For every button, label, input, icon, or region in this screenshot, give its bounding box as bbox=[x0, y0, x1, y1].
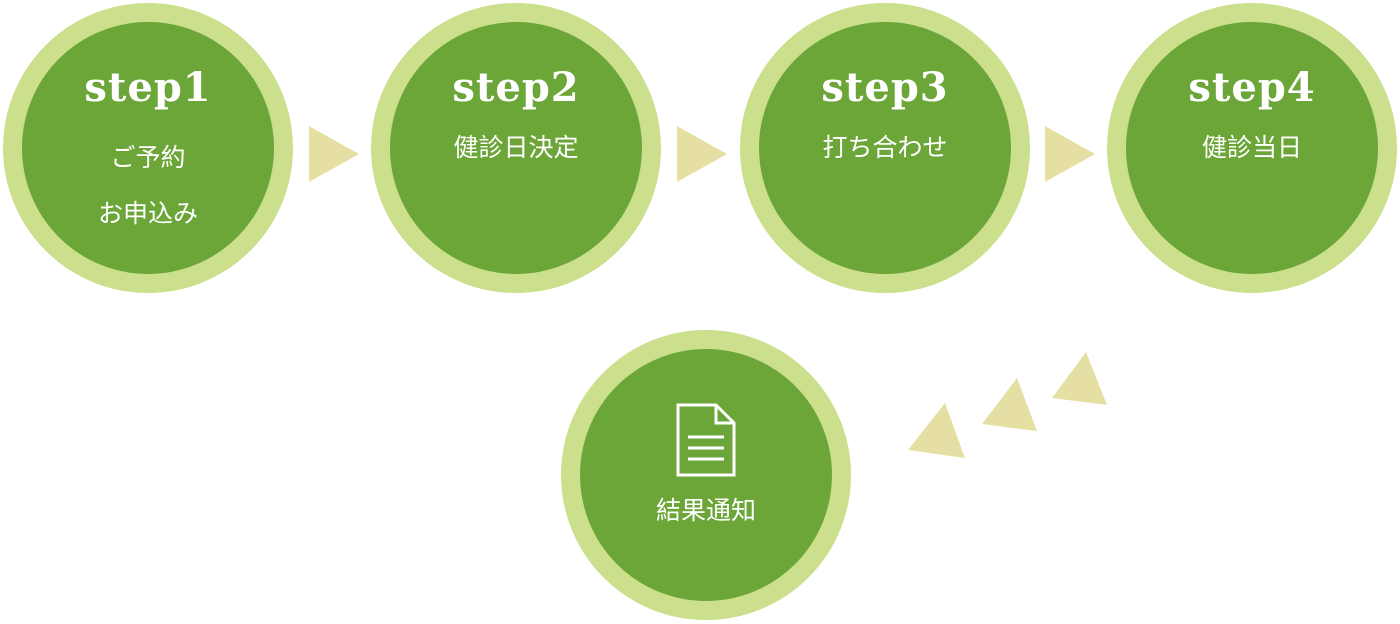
step-3-label: 打ち合わせ bbox=[822, 133, 948, 162]
step-3-title: step3 bbox=[821, 64, 949, 111]
step-2-circle: step2 健診日決定 bbox=[371, 3, 661, 293]
step-2-label: 健診日決定 bbox=[453, 133, 579, 162]
step-4-title: step4 bbox=[1188, 64, 1316, 111]
step-4-label: 健診当日 bbox=[1201, 133, 1302, 162]
step-1-circle: step1 ご予約 お申込み bbox=[3, 3, 293, 293]
arrow-step3-to-step4 bbox=[1045, 126, 1095, 182]
arrow-step4-to-result bbox=[908, 352, 1107, 458]
step-3-circle: step3 打ち合わせ bbox=[740, 3, 1030, 293]
result-circle: 結果通知 bbox=[561, 330, 851, 620]
step-2-title: step2 bbox=[452, 64, 580, 111]
step-1-label: ご予約 お申込み bbox=[97, 143, 198, 228]
result-label: 結果通知 bbox=[655, 496, 756, 525]
step-1-title: step1 bbox=[84, 64, 212, 111]
arrow-step2-to-step3 bbox=[677, 126, 727, 182]
document-icon bbox=[676, 403, 736, 477]
arrow-step1-to-step2 bbox=[309, 126, 359, 182]
step-4-circle: step4 健診当日 bbox=[1107, 3, 1397, 293]
